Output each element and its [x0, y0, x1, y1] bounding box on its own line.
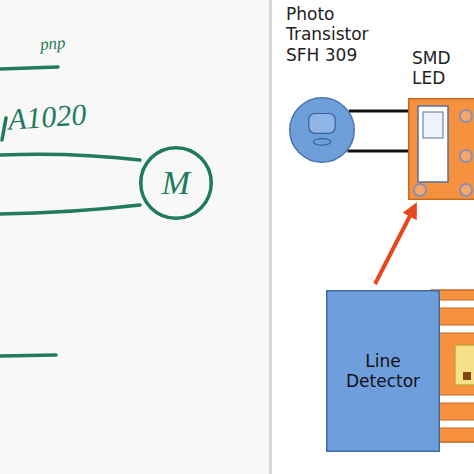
pointer-arrow	[375, 208, 414, 284]
whiteboard	[0, 0, 269, 474]
transistor-type: pnp	[39, 33, 66, 55]
node-text: M	[162, 163, 190, 204]
photo-transistor: Photo Transistor SFH 309	[289, 97, 355, 163]
wire	[349, 110, 408, 113]
hand-wires	[0, 67, 140, 356]
node-text: Line Detector	[336, 351, 430, 392]
part-name: Photo Transistor SFH 309	[286, 4, 386, 65]
part-number: A1020	[7, 97, 88, 136]
wire	[347, 150, 408, 153]
divider	[269, 0, 272, 474]
led-board: SMD LED	[408, 98, 474, 200]
motor-circle: M	[139, 146, 213, 220]
led-board-outline	[408, 98, 474, 200]
line-detector-box: Line Detector	[326, 290, 440, 452]
photo-transistor-outline	[289, 97, 355, 163]
part-name: SMD LED	[412, 48, 462, 89]
